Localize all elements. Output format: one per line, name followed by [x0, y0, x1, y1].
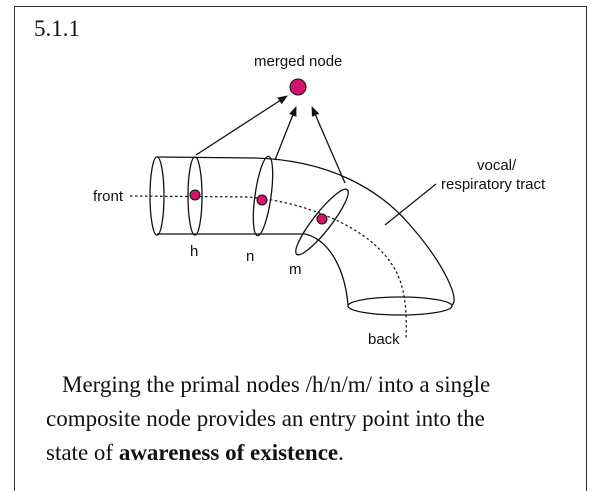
node-label-h: h: [190, 243, 198, 260]
arrow-from-m: [312, 107, 345, 183]
arrow-from-n: [275, 107, 296, 160]
node-n: [257, 195, 267, 205]
front-label: front: [93, 188, 124, 205]
merged-node: [290, 79, 306, 95]
caption-line-1: Merging the primal nodes /h/n/m/ into a …: [46, 368, 566, 402]
caption-text-1: Merging the primal nodes /h/n/m/ into a …: [62, 372, 490, 397]
node-label-n: n: [246, 248, 254, 265]
caption-text-3-suffix: .: [338, 440, 344, 465]
merged-node-label: merged node: [254, 53, 342, 70]
caption-text-3-prefix: state of: [46, 440, 119, 465]
tract-label-leader: [385, 184, 436, 225]
tract-centerline: [130, 196, 406, 340]
back-opening: [348, 297, 452, 315]
caption-line-3: state of awareness of existence.: [46, 436, 566, 470]
back-label: back: [368, 331, 400, 348]
caption-line-2: composite node provides an entry point i…: [46, 402, 566, 436]
tract-label-line2: respiratory tract: [441, 176, 546, 193]
caption-emphasis: awareness of existence: [119, 440, 338, 465]
primal-nodes: [190, 190, 327, 224]
node-h: [190, 190, 200, 200]
figure-caption: Merging the primal nodes /h/n/m/ into a …: [46, 368, 566, 470]
arrow-from-h: [196, 96, 287, 155]
tract-label-line1: vocal/: [477, 157, 517, 174]
node-m: [317, 214, 327, 224]
merge-arrows: [196, 96, 345, 183]
tract-lower-edge: [157, 234, 348, 305]
node-label-m: m: [289, 261, 302, 278]
